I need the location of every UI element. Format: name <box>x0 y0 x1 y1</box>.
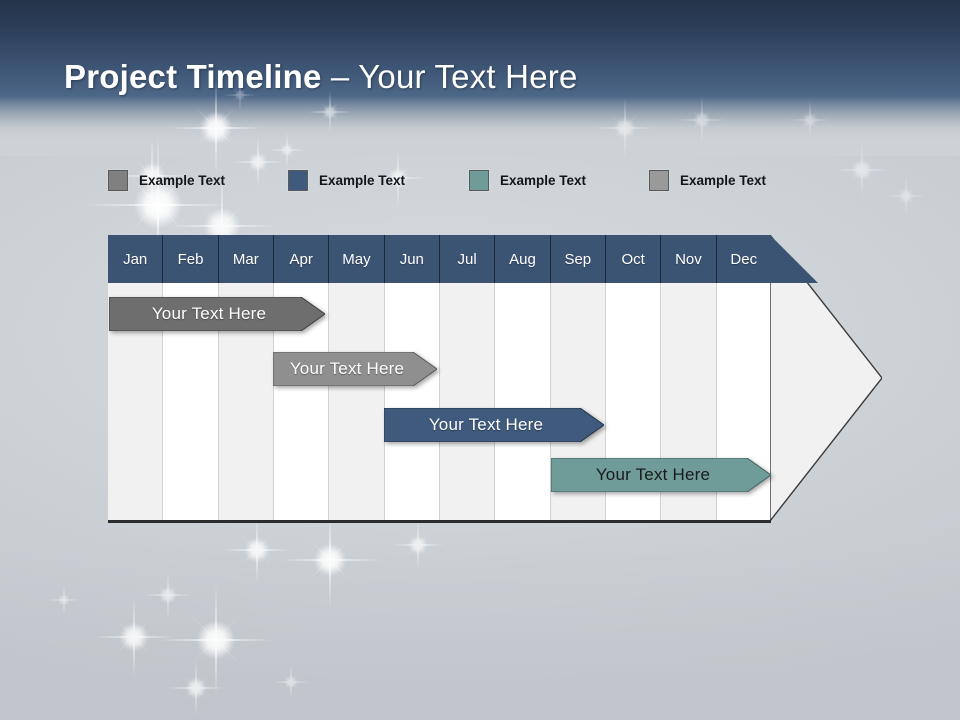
title-band-fade <box>0 96 960 156</box>
timeline-bar[interactable]: Your Text Here <box>108 296 326 332</box>
timeline-bar-shape <box>550 457 772 493</box>
timeline-bar-label: Your Text Here <box>428 415 544 434</box>
legend-item[interactable]: Example Text <box>469 170 586 191</box>
legend-item-label: Example Text <box>500 173 587 188</box>
month-column <box>329 283 385 521</box>
month-header-cell[interactable]: Mar <box>218 235 274 283</box>
legend-color-swatch <box>649 170 669 191</box>
legend-item-label: Example Text <box>319 173 406 188</box>
bottom-fade <box>0 540 960 720</box>
legend-color-swatch <box>108 170 128 191</box>
month-header-cell[interactable]: Nov <box>661 235 717 283</box>
month-header-cell[interactable]: Jun <box>384 235 440 283</box>
legend-color-swatch <box>288 170 308 191</box>
legend: Example Text Example Text Example Text Exam… <box>108 170 808 194</box>
timeline-bar-shape <box>383 407 605 443</box>
timeline-bar-label: Your Text Here <box>289 359 405 378</box>
arrow-head-body <box>770 235 882 521</box>
legend-item-label: Example Text <box>680 173 767 188</box>
timeline-bar[interactable]: Your Text Here <box>383 407 605 443</box>
month-header-cell[interactable]: Feb <box>163 235 219 283</box>
arrow-head-top-wedge <box>770 235 818 283</box>
month-header-cell[interactable]: Jan <box>108 235 164 283</box>
legend-item[interactable]: Example Text <box>649 170 766 191</box>
month-header-cell[interactable]: May <box>329 235 385 283</box>
month-header-cell[interactable]: Dec <box>716 235 771 283</box>
month-header-cell[interactable]: Jul <box>439 235 496 283</box>
timeline-bottom-border <box>108 520 771 523</box>
timeline-bar-label: Your Text Here <box>595 465 711 484</box>
timeline-bar[interactable]: Your Text Here <box>272 351 438 387</box>
month-header-cell[interactable]: Apr <box>273 235 330 283</box>
month-column <box>439 283 496 521</box>
legend-item[interactable]: Example Text <box>108 170 225 191</box>
month-header-cell[interactable]: Aug <box>495 235 551 283</box>
month-header-cell[interactable]: Sep <box>550 235 606 283</box>
legend-item-label: Example Text <box>139 173 226 188</box>
timeline-arrow-head <box>770 235 882 521</box>
month-column <box>384 283 440 521</box>
legend-color-swatch <box>469 170 489 191</box>
timeline-bar-shape <box>272 351 438 387</box>
month-header-cell[interactable]: Oct <box>605 235 662 283</box>
month-column <box>495 283 551 521</box>
timeline-bar-label: Your Text Here <box>151 304 267 323</box>
timeline-bar[interactable]: Your Text Here <box>550 457 772 493</box>
page-title-bold: Project Timeline <box>64 58 322 95</box>
timeline-bar-shape <box>108 296 326 332</box>
timeline-columns <box>108 283 771 521</box>
page-title-rest: – Your Text Here <box>321 58 578 95</box>
page-title: Project Timeline – Your Text Here <box>64 58 578 96</box>
legend-item[interactable]: Example Text <box>288 170 405 191</box>
